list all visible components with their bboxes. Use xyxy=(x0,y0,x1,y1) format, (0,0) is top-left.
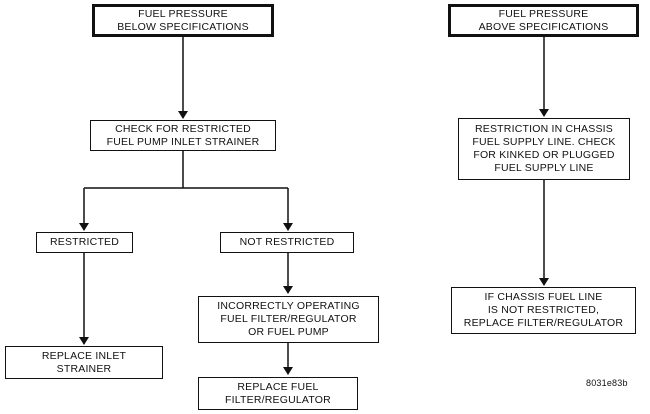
replace-fuel-filter-box: REPLACE FUEL FILTER/REGULATOR xyxy=(198,377,358,410)
replace-inlet-strainer-box: REPLACE INLET STRAINER xyxy=(5,346,163,379)
incorrectly-operating-box: INCORRECTLY OPERATING FUEL FILTER/REGULA… xyxy=(198,296,379,343)
chassis-restriction-box: RESTRICTION IN CHASSIS FUEL SUPPLY LINE.… xyxy=(458,118,630,180)
not-restricted-box: NOT RESTRICTED xyxy=(220,232,354,253)
restricted-box: RESTRICTED xyxy=(36,232,133,253)
check-inlet-strainer-box: CHECK FOR RESTRICTED FUEL PUMP INLET STR… xyxy=(90,120,276,151)
above-specifications-box: FUEL PRESSURE ABOVE SPECIFICATIONS xyxy=(448,4,639,37)
replace-filter-regulator-box: IF CHASSIS FUEL LINE IS NOT RESTRICTED, … xyxy=(451,287,636,334)
below-specifications-box: FUEL PRESSURE BELOW SPECIFICATIONS xyxy=(92,4,274,37)
figure-reference: 8031e83b xyxy=(586,378,628,388)
